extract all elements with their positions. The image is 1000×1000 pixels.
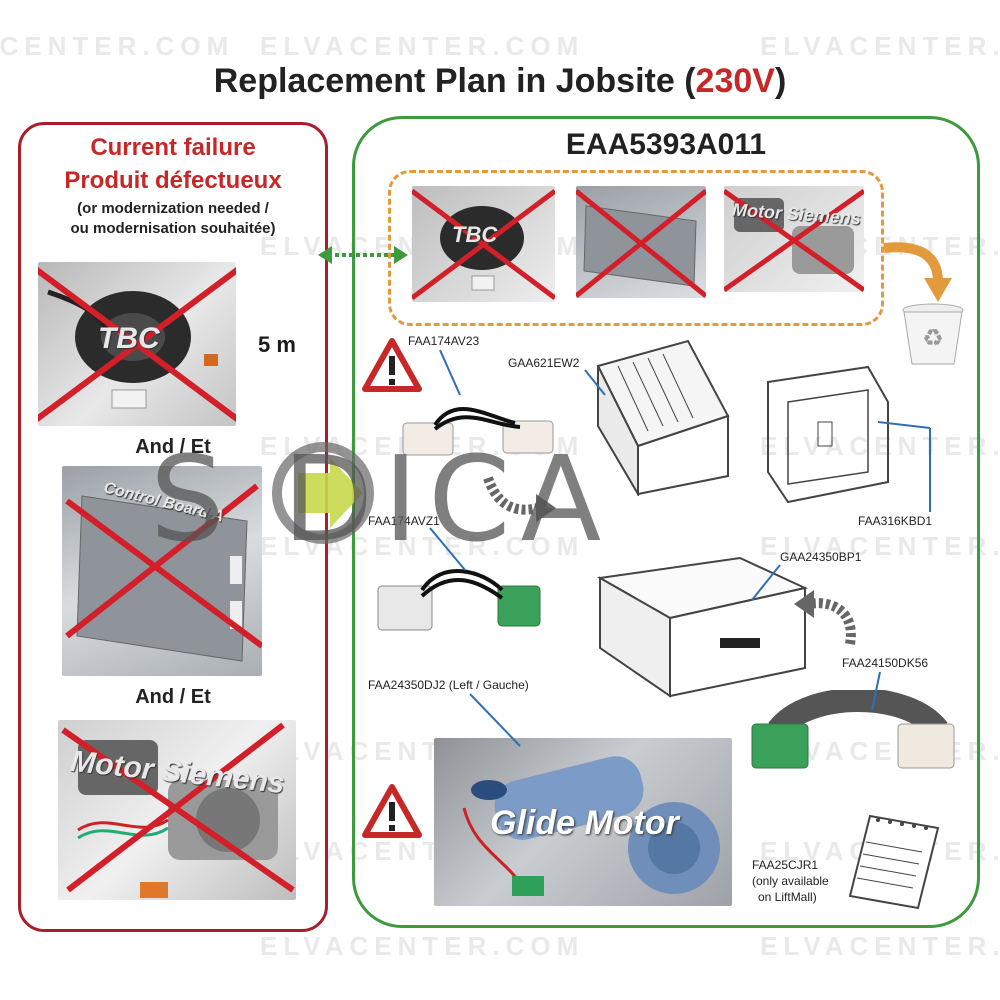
part-label-faa24150dk56: FAA24150DK56 [842, 656, 929, 670]
part-label-gaa24350bp1: GAA24350BP1 [780, 550, 862, 564]
and-et-separator: And / Et [135, 686, 211, 708]
notepad-icon [848, 814, 940, 910]
part-note-faa25cjr1: on LiftMall) [758, 890, 817, 904]
failure-heading-fr: Produit défectueux [64, 167, 282, 194]
recycle-bin-icon: ♻ [902, 303, 964, 365]
sodica-brand: S DICA [150, 430, 612, 568]
removed-parts-box [388, 170, 884, 326]
title-voltage: 230V [695, 62, 775, 100]
encoder-label: TBC [98, 322, 160, 355]
failure-note-fr: ou modernisation souhaitée) [70, 220, 276, 237]
cable-faa24150dk56 [751, 690, 955, 769]
bracket-faa316kbd1 [767, 365, 889, 504]
part-label-faa24350dj2: FAA24350DJ2 (Left / Gauche) [368, 678, 529, 692]
sodica-logo-icon [272, 442, 374, 544]
page-title: Replacement Plan in Jobsite (230V) [213, 62, 787, 100]
failure-note-en: (or modernization needed / [77, 200, 269, 217]
connector-cable-faa174avz1 [377, 569, 541, 631]
removed-encoder-photo: TBC [412, 186, 555, 302]
svg-text:♻: ♻ [922, 325, 944, 352]
removed-motor-photo: Motor Siemens [724, 186, 864, 292]
control-board-photo: Control Board A [62, 466, 262, 676]
removed-encoder-label: TBC [452, 222, 498, 247]
old-motor-photo: Motor Siemens [58, 720, 296, 900]
part-label-gaa621ew2: GAA621EW2 [508, 356, 580, 370]
replace-arrow-icon [318, 246, 408, 264]
part-label-faa25cjr1: FAA25CJR1 [752, 858, 819, 872]
discard-arrow-icon [883, 242, 952, 302]
current-failure-panel [18, 122, 328, 932]
drive-unit-gaa621ew2 [596, 339, 730, 496]
removed-board-photo [576, 186, 706, 298]
warning-icon [362, 338, 422, 392]
glide-motor-label: Glide Motor [490, 804, 679, 842]
glide-motor-photo: Glide Motor [434, 738, 732, 906]
kit-code: EAA5393A011 [565, 128, 767, 161]
assembly-arrow-icon [483, 476, 556, 522]
and-et-separator: And / Et [135, 436, 211, 458]
part-label-faa174avz1: FAA174AVZ1 [368, 514, 440, 528]
warning-icon [362, 784, 422, 838]
failure-heading-en: Current failure [90, 134, 256, 161]
part-note-faa25cjr1: (only available [752, 874, 829, 888]
part-label-faa174av23: FAA174AV23 [408, 334, 480, 348]
controller-gaa24350bp1 [596, 556, 809, 698]
cable-length: 5 m [258, 332, 296, 357]
connector-cable-faa174av23 [402, 407, 554, 456]
assembly-arrow-icon [794, 590, 856, 645]
encoder-photo: TBC [38, 262, 236, 426]
part-label-faa316kbd1: FAA316KBD1 [858, 514, 933, 528]
